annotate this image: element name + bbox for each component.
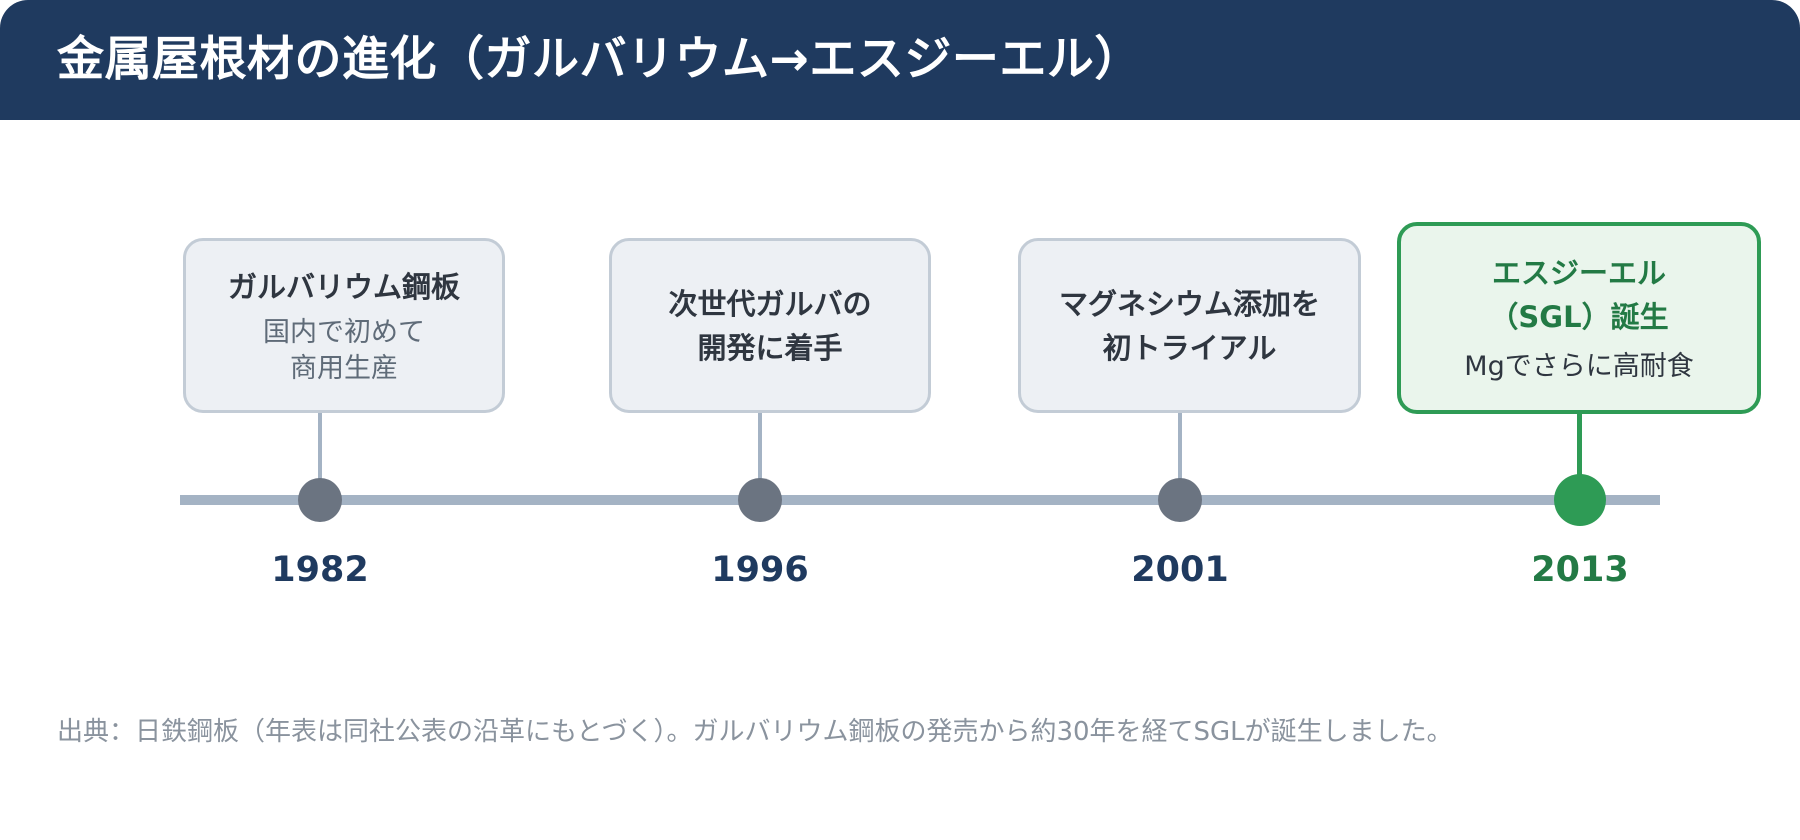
event-marker-1996 — [738, 478, 782, 522]
event-connector — [1178, 413, 1182, 495]
event-marker-2001 — [1158, 478, 1202, 522]
event-connector — [1577, 414, 1582, 494]
event-title: 次世代ガルバの 開発に着手 — [668, 286, 872, 365]
timeline-axis — [180, 495, 1660, 505]
event-card-2013: エスジーエル （SGL）誕生 Mgでさらに高耐食 — [1397, 222, 1761, 414]
event-title: エスジーエル （SGL）誕生 — [1489, 256, 1669, 334]
event-card-2001: マグネシウム添加を 初トライアル — [1018, 238, 1361, 413]
event-subtitle: 国内で初めて 商用生産 — [263, 316, 425, 384]
event-title: マグネシウム添加を 初トライアル — [1058, 286, 1320, 365]
event-card-1996: 次世代ガルバの 開発に着手 — [609, 238, 931, 413]
event-year-1982: 1982 — [271, 550, 369, 590]
event-marker-2013 — [1554, 474, 1606, 526]
source-footnote: 出典：日鉄鋼板（年表は同社公表の沿革にもとづく）。ガルバリウム鋼板の発売から約3… — [57, 717, 1453, 747]
event-year-1996: 1996 — [711, 550, 809, 590]
event-year-2001: 2001 — [1131, 550, 1229, 590]
page-title: 金属屋根材の進化（ガルバリウム→エスジーエル） — [57, 32, 1142, 87]
event-title: ガルバリウム鋼板 — [227, 269, 460, 304]
event-year-2013: 2013 — [1531, 550, 1629, 590]
event-connector — [758, 413, 762, 495]
event-subtitle: Mgでさらに高耐食 — [1464, 351, 1694, 382]
title-banner: 金属屋根材の進化（ガルバリウム→エスジーエル） — [0, 0, 1800, 120]
event-card-1982: ガルバリウム鋼板 国内で初めて 商用生産 — [183, 238, 505, 413]
event-connector — [318, 413, 322, 495]
event-marker-1982 — [298, 478, 342, 522]
